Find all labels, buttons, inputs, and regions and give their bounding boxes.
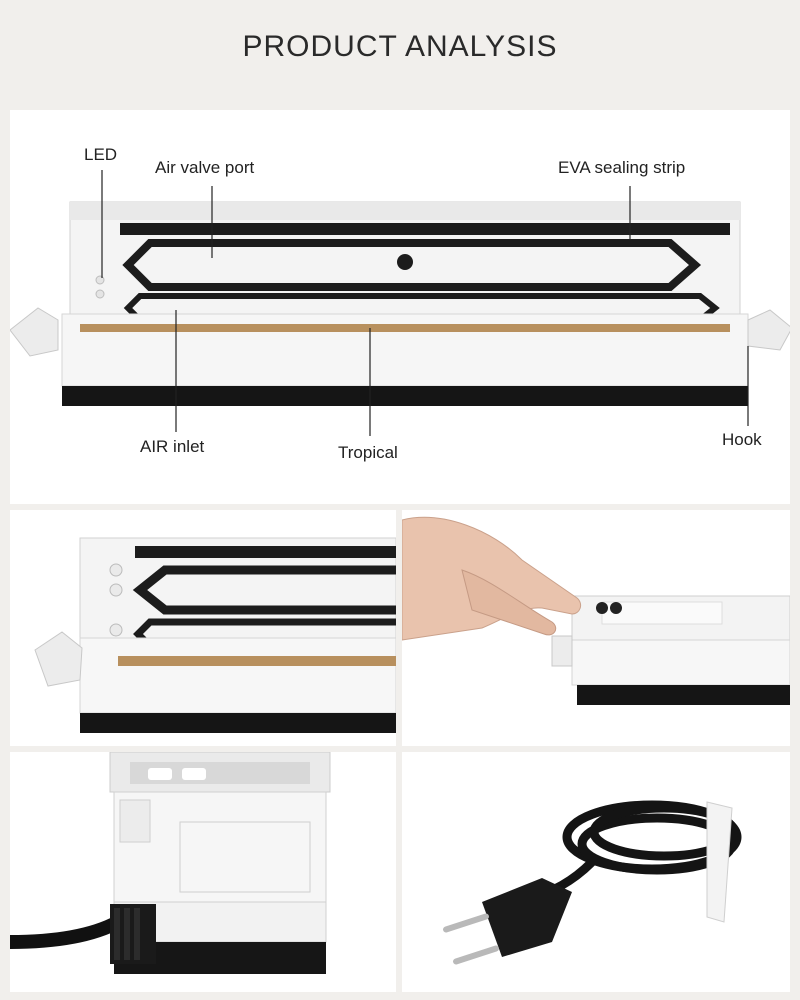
label-air-valve-port: Air valve port	[155, 158, 255, 177]
power-plug-icon	[443, 800, 742, 965]
thumbnail-hand-pressing	[402, 510, 790, 746]
air-valve-port-hole	[397, 254, 413, 270]
hand-pressing-lid-icon	[402, 516, 790, 705]
eva-sealing-strip	[120, 223, 730, 235]
thumbnail-sealer-closeup	[10, 510, 396, 746]
heating-strip	[80, 324, 730, 332]
hook-left	[10, 307, 59, 357]
label-hook: Hook	[722, 430, 762, 449]
main-product-panel: LED Air valve port EVA sealing strip AIR…	[10, 110, 790, 504]
base-black	[62, 386, 748, 406]
sealer-closeup-icon	[34, 537, 396, 733]
label-air-inlet: AIR inlet	[140, 437, 205, 456]
thumbnail-power-plug	[402, 752, 790, 992]
page-title: PRODUCT ANALYSIS	[242, 30, 558, 63]
label-eva-sealing-strip: EVA sealing strip	[558, 158, 686, 177]
led-light	[95, 275, 105, 285]
label-led: LED	[84, 145, 118, 164]
hook-right	[747, 309, 790, 351]
thumbnail-power-port	[10, 752, 396, 992]
power-port-icon	[10, 752, 331, 974]
label-tropical: Tropical	[338, 443, 398, 462]
upper-gasket	[122, 239, 702, 291]
vacuum-sealer-diagram	[10, 170, 790, 436]
